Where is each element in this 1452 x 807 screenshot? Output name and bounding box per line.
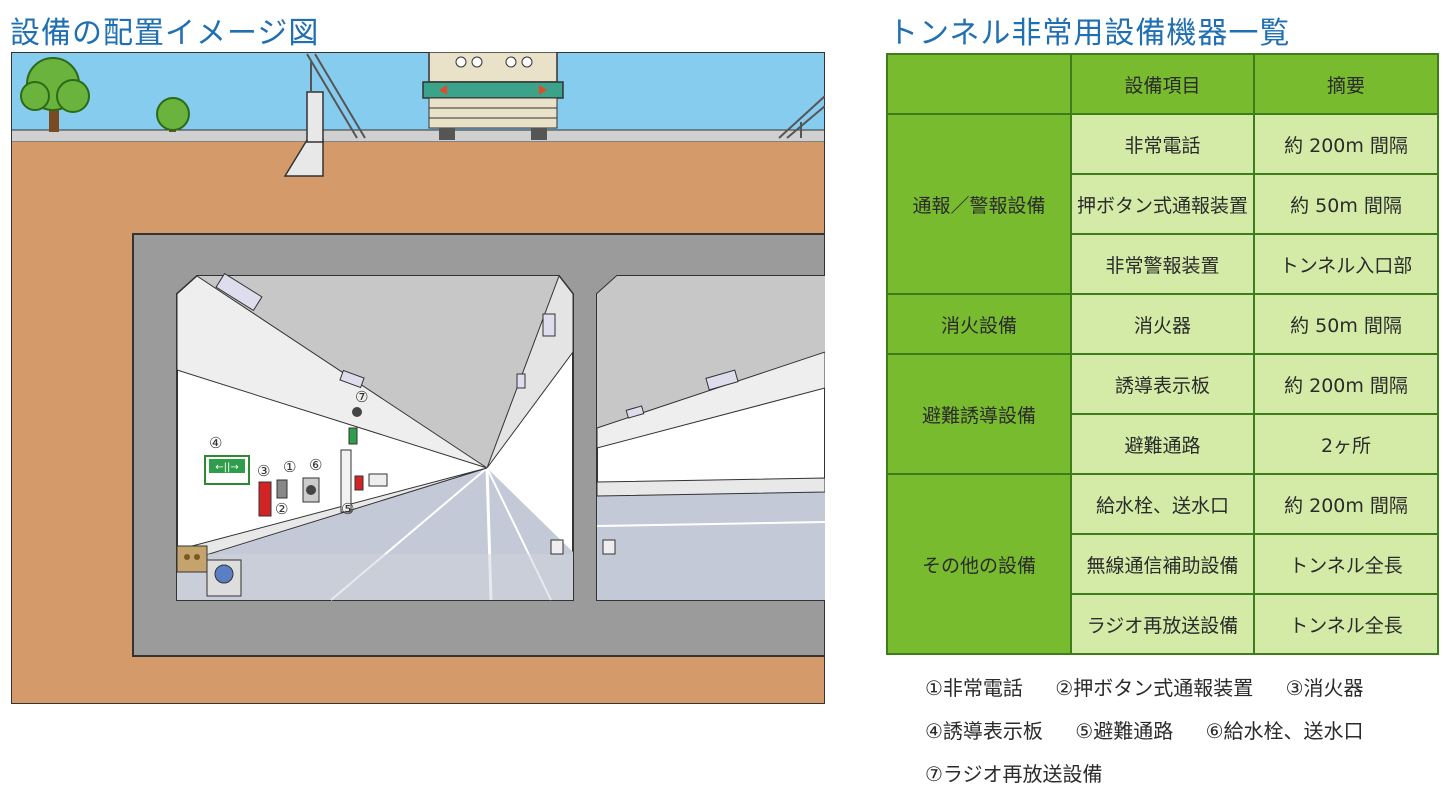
svg-text:←||→: ←||→: [215, 462, 239, 473]
tunnel-bore-left: ←||→: [176, 272, 574, 601]
diagram-title: 設備の配置イメージ図: [10, 16, 320, 51]
legend-item: ②押ボタン式通報装置: [1055, 676, 1254, 700]
road-surface-top: [11, 129, 825, 143]
equipment-table: 設備項目 摘要 通報／警報設備 非常電話 約 200m 間隔 押ボタン式通報装置…: [886, 53, 1439, 655]
note-cell: トンネル全長: [1253, 533, 1439, 595]
tunnel-bore-right: [596, 275, 825, 601]
note-cell: 2ヶ所: [1253, 413, 1439, 475]
header-empty: [886, 53, 1072, 115]
header-note: 摘要: [1253, 53, 1439, 115]
item-cell: 非常電話: [1070, 113, 1255, 175]
note-cell: 約 50m 間隔: [1253, 293, 1439, 355]
legend-item: ①非常電話: [925, 676, 1023, 700]
marker-4: ④: [209, 434, 222, 452]
note-cell: 約 200m 間隔: [1253, 113, 1439, 175]
note-cell: 約 50m 間隔: [1253, 173, 1439, 235]
item-cell: 非常警報装置: [1070, 233, 1255, 295]
item-cell: ラジオ再放送設備: [1070, 593, 1255, 655]
category-cell: その他の設備: [886, 473, 1072, 655]
legend-row: ④誘導表示板 ⑤避難通路 ⑥給水栓、送水口: [925, 715, 1390, 744]
legend-item: ④誘導表示板: [925, 719, 1043, 743]
marker-1: ①: [283, 458, 296, 476]
marker-6: ⑥: [309, 456, 322, 474]
tree-icon: [156, 97, 190, 132]
category-cell: 消火設備: [886, 293, 1072, 355]
item-cell: 押ボタン式通報装置: [1070, 173, 1255, 235]
legend-row: ⑦ラジオ再放送設備: [925, 758, 1129, 787]
tunnel-equipment-illustration: ←||→ ④ ③ ① ⑥ ② ⑤ ⑦: [11, 52, 825, 704]
marker-5: ⑤: [341, 500, 354, 518]
railing: [306, 53, 366, 139]
tree-icon: [20, 57, 90, 132]
item-cell: 消火器: [1070, 293, 1255, 355]
marker-2: ②: [275, 500, 288, 518]
table-title: トンネル非常用設備機器一覧: [888, 16, 1291, 51]
legend-item: ③消火器: [1285, 676, 1364, 700]
note-cell: 約 200m 間隔: [1253, 473, 1439, 535]
category-cell: 通報／警報設備: [886, 113, 1072, 295]
sky: [11, 52, 825, 134]
legend-item: ⑥給水栓、送水口: [1205, 719, 1364, 743]
legend-item: ⑤避難通路: [1075, 719, 1174, 743]
legend-row: ①非常電話 ②押ボタン式通報装置 ③消火器: [925, 672, 1390, 701]
item-cell: 無線通信補助設備: [1070, 533, 1255, 595]
category-cell: 避難誘導設備: [886, 353, 1072, 475]
item-cell: 給水栓、送水口: [1070, 473, 1255, 535]
railing: [778, 95, 825, 139]
truck-icon: [422, 52, 564, 140]
note-cell: 約 200m 間隔: [1253, 353, 1439, 415]
item-cell: 避難通路: [1070, 413, 1255, 475]
header-item: 設備項目: [1070, 53, 1255, 115]
note-cell: トンネル全長: [1253, 593, 1439, 655]
note-cell: トンネル入口部: [1253, 233, 1439, 295]
marker-7: ⑦: [355, 388, 368, 406]
item-cell: 誘導表示板: [1070, 353, 1255, 415]
marker-3: ③: [257, 462, 270, 480]
legend-item: ⑦ラジオ再放送設備: [925, 762, 1103, 786]
